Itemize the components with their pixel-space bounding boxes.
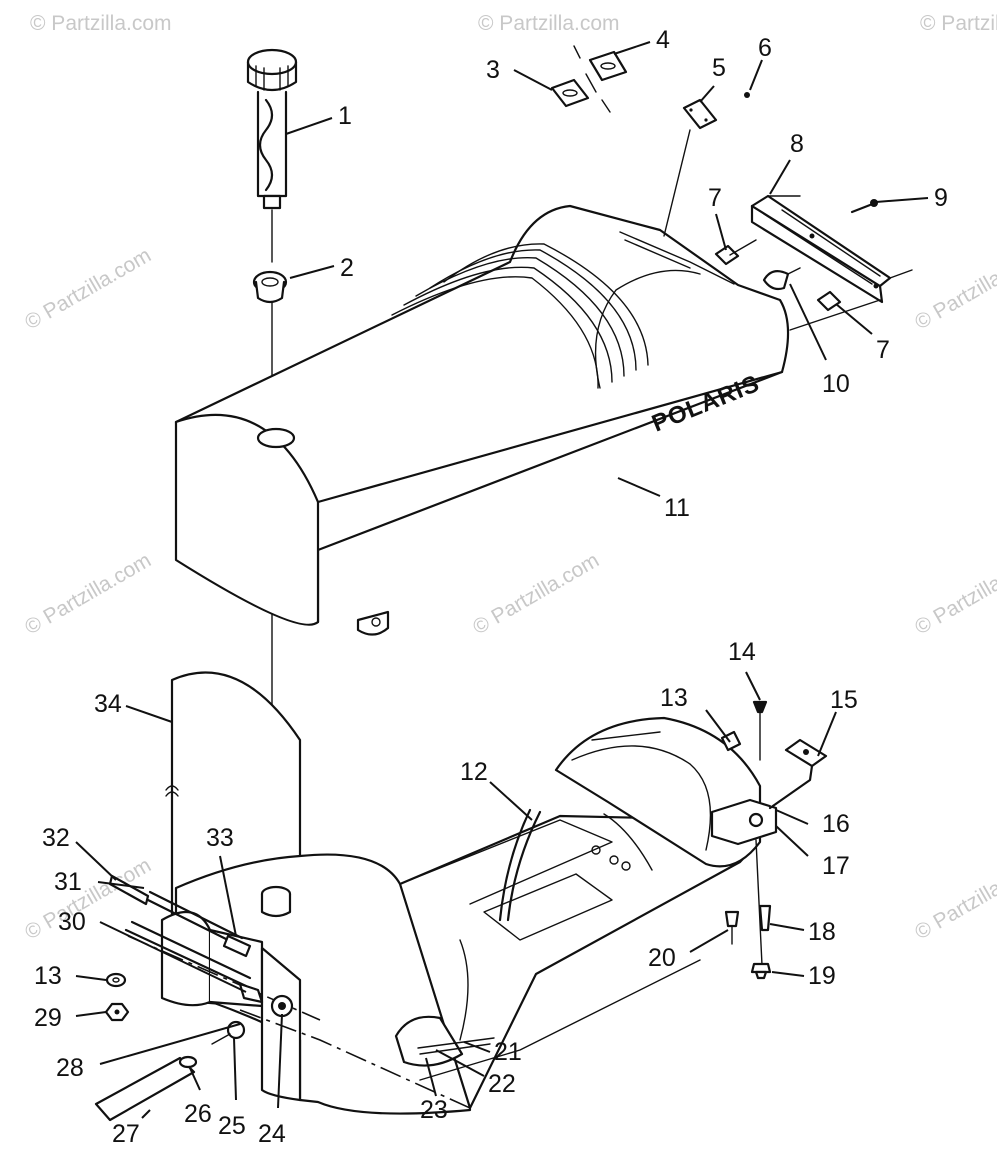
watermark: © Partzilla.com — [920, 12, 997, 35]
callout-20: 20 — [648, 944, 676, 972]
plate-left — [550, 78, 590, 108]
watermark: © Partzilla.com — [21, 549, 155, 640]
callout-25: 25 — [218, 1112, 246, 1140]
screw-small — [744, 92, 750, 98]
watermark: © Partzilla.com — [478, 12, 620, 35]
watermark: © Partzilla.com — [469, 549, 603, 640]
clamp — [211, 1020, 246, 1045]
callout-34: 34 — [94, 690, 122, 718]
dipstick-cap — [246, 48, 298, 210]
plate-right — [588, 50, 628, 82]
callout-10: 10 — [822, 370, 850, 398]
watermarks: © Partzilla.com © Partzilla.com © Partzi… — [21, 12, 997, 944]
callout-22: 22 — [488, 1070, 516, 1098]
callout-14: 14 — [728, 638, 756, 666]
callout-24: 24 — [258, 1120, 286, 1148]
callout-21: 21 — [494, 1038, 522, 1066]
spring-cable — [108, 874, 252, 958]
callout-13: 13 — [34, 962, 62, 990]
callout-30: 30 — [58, 908, 86, 936]
watermark: © Partzilla.com — [911, 549, 997, 640]
callout-19: 19 — [808, 962, 836, 990]
fuel-line — [94, 1055, 198, 1122]
callout-16: 16 — [822, 810, 850, 838]
leader-lines — [75, 41, 929, 1119]
callout-5: 5 — [712, 54, 726, 82]
grommet — [252, 270, 288, 304]
callout-1: 1 — [338, 102, 352, 130]
callout-26: 26 — [184, 1100, 212, 1128]
taillight-bulb — [762, 267, 801, 291]
watermark: © Partzilla.com — [911, 244, 997, 335]
callout-29: 29 — [34, 1004, 62, 1032]
push-rivet — [724, 910, 740, 945]
callout-18: 18 — [808, 918, 836, 946]
rivet-top — [752, 700, 768, 761]
callout-32: 32 — [42, 824, 70, 852]
nut — [104, 1002, 130, 1022]
callout-7: 7 — [876, 336, 890, 364]
watermark: © Partzilla.com — [30, 12, 172, 35]
washer — [105, 972, 127, 988]
callout-33: 33 — [206, 824, 234, 852]
plate-small — [682, 98, 718, 130]
watermark: © Partzilla.com — [911, 854, 997, 945]
bracket — [710, 730, 828, 846]
callouts: 1 2 3 4 5 6 7 8 9 10 7 11 12 13 14 15 16… — [34, 26, 948, 1148]
bolt — [750, 962, 772, 980]
callout-27: 27 — [112, 1120, 140, 1148]
pin — [755, 839, 772, 966]
callout-9: 9 — [934, 184, 948, 212]
spacer-bushing — [714, 244, 842, 312]
callout-7: 7 — [708, 184, 722, 212]
seat: POLARIS — [174, 204, 790, 636]
oil-tank-neck — [260, 885, 292, 918]
callout-2: 2 — [340, 254, 354, 282]
callout-12: 12 — [460, 758, 488, 786]
screw — [850, 199, 878, 214]
cable — [124, 920, 264, 1004]
taillight-housing — [750, 194, 913, 304]
callout-3: 3 — [486, 56, 500, 84]
oil-tank — [127, 814, 753, 1115]
callout-11: 11 — [664, 494, 690, 522]
callout-31: 31 — [54, 868, 82, 896]
callout-13: 13 — [660, 684, 688, 712]
fitting — [270, 994, 294, 1018]
callout-6: 6 — [758, 34, 772, 62]
callout-23: 23 — [420, 1096, 448, 1124]
callout-28: 28 — [56, 1054, 84, 1082]
callout-4: 4 — [656, 26, 670, 54]
callout-15: 15 — [830, 686, 858, 714]
callout-8: 8 — [790, 130, 804, 158]
tray — [498, 716, 762, 922]
watermark: © Partzilla.com — [21, 244, 155, 335]
callout-17: 17 — [822, 852, 850, 880]
